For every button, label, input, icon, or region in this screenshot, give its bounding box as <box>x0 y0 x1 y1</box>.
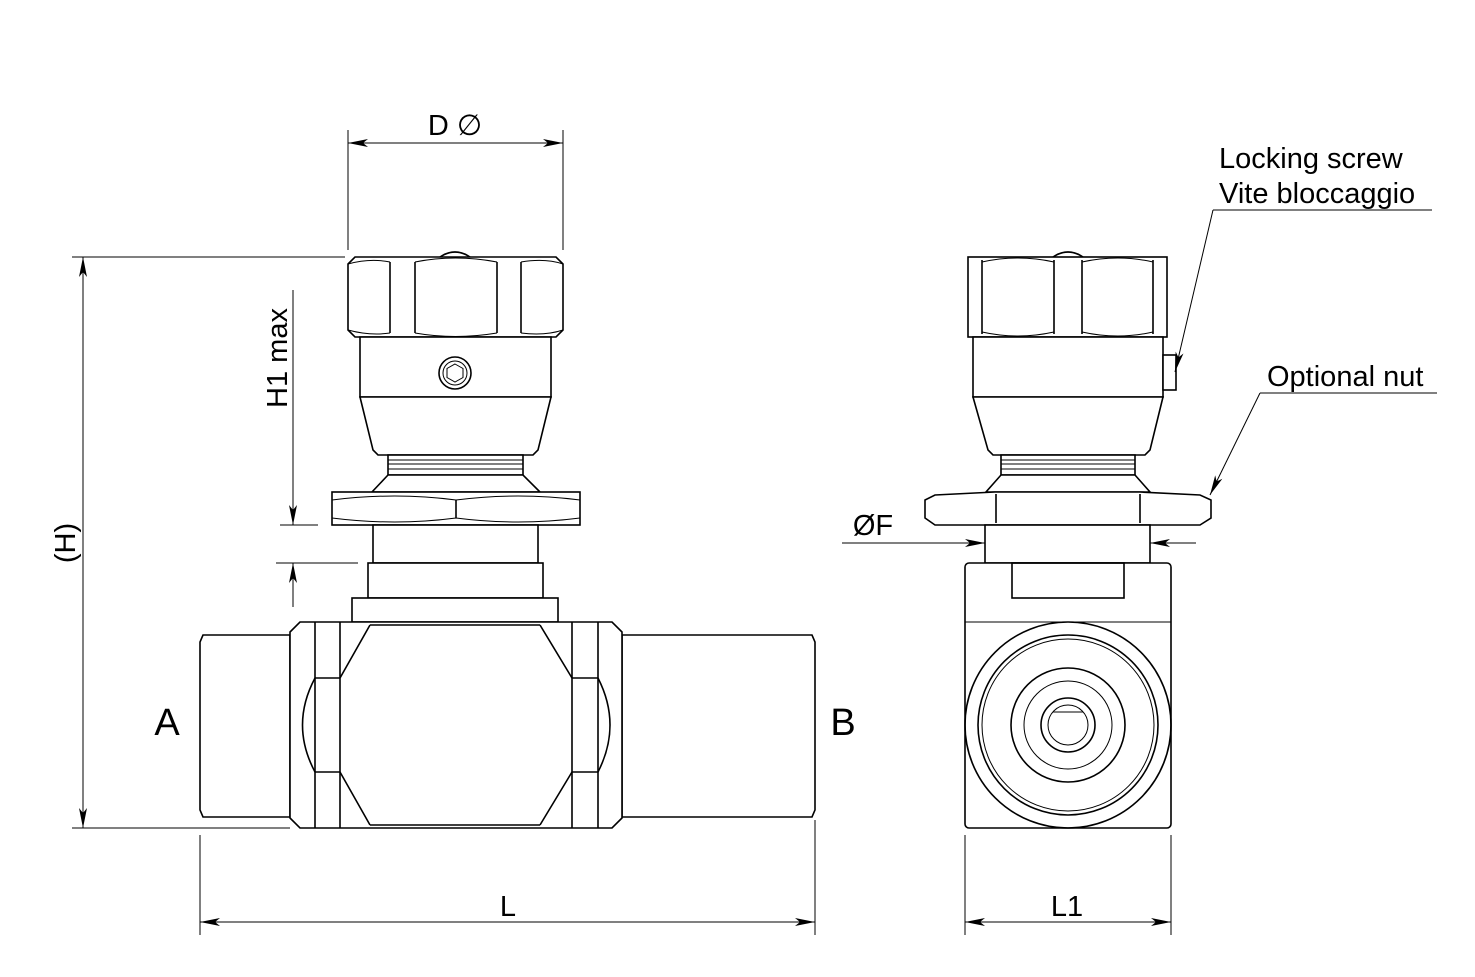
locking-screw-icon <box>438 356 472 390</box>
port-a-pipe <box>199 634 291 818</box>
dimension-h-label: (H) <box>50 523 82 563</box>
optional-nut-side <box>924 491 1212 526</box>
valve-bonnet <box>359 336 552 398</box>
knob-hex <box>347 256 564 338</box>
callout-locking-screw-en: Locking screw <box>1219 143 1404 175</box>
dimension-l-label: L <box>500 891 516 923</box>
valve-body <box>289 621 623 829</box>
side-view <box>924 251 1212 829</box>
dimension-lines <box>72 130 1437 935</box>
valve-body-side <box>964 562 1172 829</box>
dimension-h1-label: H1 max <box>262 308 294 408</box>
dimension-d-label: D ∅ <box>428 110 482 142</box>
port-bore <box>964 621 1172 829</box>
knob-screw-head <box>439 251 471 258</box>
dimension-l1-label: L1 <box>1051 891 1083 923</box>
locking-screw <box>1162 354 1177 391</box>
dimension-f-label: ØF <box>853 510 893 542</box>
port-b-label: B <box>830 702 855 744</box>
callout-locking-screw-it: Vite bloccaggio <box>1219 178 1415 210</box>
knob-hex-side <box>967 256 1168 338</box>
port-a-label: A <box>154 702 180 744</box>
front-view <box>199 251 816 829</box>
callout-optional-nut: Optional nut <box>1267 361 1423 393</box>
port-b-pipe <box>621 634 816 818</box>
